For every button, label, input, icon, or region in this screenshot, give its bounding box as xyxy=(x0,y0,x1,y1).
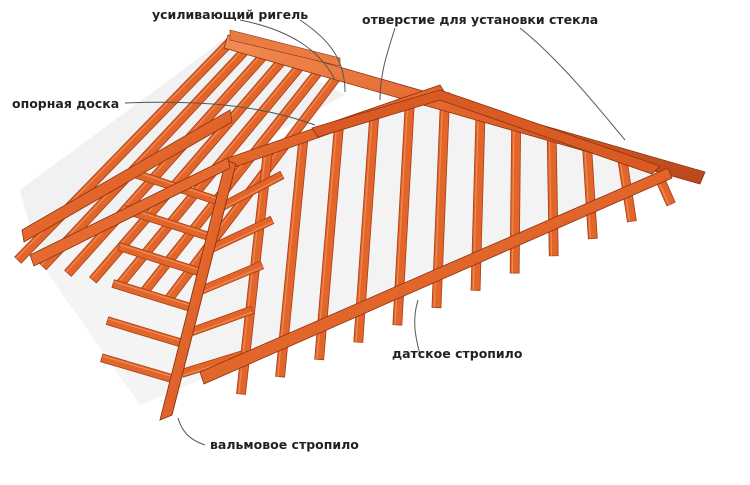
front-rafter-highlight xyxy=(548,133,553,256)
hip-jack-rafter-front-highlight xyxy=(222,176,284,209)
leader-hip-rafter xyxy=(177,417,206,446)
hip-jack-rafters xyxy=(100,167,285,384)
label-hip-rafter: вальмовое стропило xyxy=(210,437,359,452)
reinforcing-beam xyxy=(311,89,661,175)
front-rafter xyxy=(546,133,559,257)
hip-jack-rafter-highlight xyxy=(102,355,176,378)
left-rafter-highlight xyxy=(90,53,286,279)
front-rafter xyxy=(509,119,522,274)
left-rafter-highlight xyxy=(40,43,250,266)
hip-rafter-beam xyxy=(159,159,237,421)
hip-jack-rafter-front-highlight xyxy=(202,266,263,293)
hip-jack-rafter-highlight xyxy=(107,318,184,343)
leader-glass-opening-2 xyxy=(519,27,626,141)
leader-reinforcing-beam-2 xyxy=(299,19,346,93)
hip-jack-rafter-highlight xyxy=(119,243,202,271)
hip-jack-rafter-highlight xyxy=(113,281,193,307)
ridge-cap xyxy=(229,29,341,67)
hip-jack-rafter-front-highlight xyxy=(212,221,274,251)
hip-jack-rafter-front-highlight xyxy=(192,311,253,335)
leader-reinforcing-beam xyxy=(239,19,336,81)
front-rafter-highlight xyxy=(584,147,592,239)
left-eave-beam xyxy=(21,109,233,243)
left-rafter-highlight xyxy=(65,48,268,273)
label-glass-opening: отверстие для установки стекла xyxy=(362,12,599,27)
label-reinforcing-beam: усиливающий ригель xyxy=(152,7,309,22)
leader-support-board xyxy=(124,101,316,126)
leader-glass-opening xyxy=(379,27,396,101)
danish-rafter-beam xyxy=(199,167,673,385)
leader-danish-rafter xyxy=(414,299,421,356)
label-support-board: опорная доска xyxy=(12,96,120,111)
left-rafter-highlight xyxy=(165,68,341,300)
label-danish-rafter: датское стропило xyxy=(392,346,523,361)
leader-lines xyxy=(124,19,626,446)
lower-eave-beam xyxy=(29,157,231,267)
